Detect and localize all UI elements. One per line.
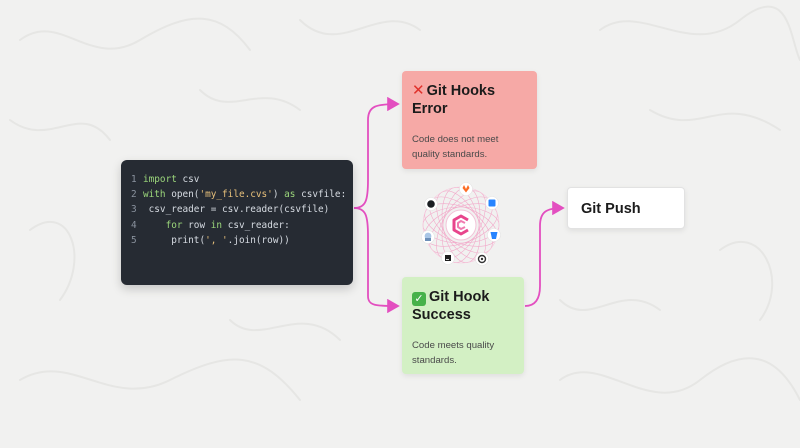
code-token: ) [272, 189, 285, 201]
gitlab-icon [459, 182, 473, 196]
line-number: 4 [131, 219, 137, 231]
code-token: as [284, 189, 296, 201]
cross-mark-icon: ✕ [412, 82, 425, 99]
github-icon [424, 197, 438, 211]
error-card-title: ✕Git Hooks Error [412, 82, 496, 117]
arrow-to-success [353, 207, 400, 314]
line-number: 5 [131, 234, 137, 246]
azure-devops-icon [485, 196, 499, 210]
code-token: 'my_file.cvs' [199, 189, 273, 201]
code-token: .join(row)) [227, 234, 290, 246]
code-line: 2 with open('my_file.cvs') as csvfile: [131, 187, 347, 202]
circleci-icon [475, 252, 489, 266]
jenkins-icon [421, 230, 435, 244]
arrow-to-error [353, 96, 400, 209]
git-hook-success-card: ✓Git Hook Success Code meets quality sta… [402, 277, 524, 374]
code-token: csv [176, 174, 200, 185]
code-token: print( [143, 234, 206, 246]
code-token: ', ' [205, 234, 228, 246]
code-token [143, 218, 166, 233]
code-token: csv_reader = csv.reader(csvfile) [143, 204, 330, 216]
line-number: 3 [131, 204, 137, 216]
arrow-to-push [524, 200, 565, 307]
success-card-description: Code meets quality standards. [412, 340, 495, 366]
bitbucket-icon [487, 228, 501, 242]
code-token: csv_reader: [222, 219, 290, 231]
check-mark-icon: ✓ [412, 292, 426, 306]
code-token: with [143, 189, 166, 201]
center-logo-icon [445, 209, 477, 241]
code-line: 5 print(', '.join(row)) [131, 233, 343, 248]
code-token: for [165, 219, 183, 231]
line-number: 2 [131, 189, 137, 201]
code-token: row [182, 219, 211, 231]
git-push-card: Git Push [567, 187, 685, 229]
success-card-title: ✓Git Hook Success [412, 289, 490, 323]
code-token: import [143, 174, 177, 185]
error-card-description: Code does not meet quality standards. [412, 134, 499, 160]
code-token: open( [165, 189, 200, 201]
push-card-title: Git Push [581, 201, 641, 217]
git-hooks-error-card: ✕Git Hooks Error Code does not meet qual… [402, 71, 537, 169]
line-number: 1 [131, 174, 137, 185]
teamcity-icon [441, 251, 455, 265]
integrations-circle [421, 182, 501, 266]
code-token: csvfile: [295, 189, 347, 201]
code-token: in [210, 219, 223, 231]
code-line: 3 csv_reader = csv.reader(csvfile) [131, 202, 343, 217]
code-line: 1 import csv [131, 172, 343, 187]
code-line: 4 for row in csv_reader: [131, 218, 343, 233]
